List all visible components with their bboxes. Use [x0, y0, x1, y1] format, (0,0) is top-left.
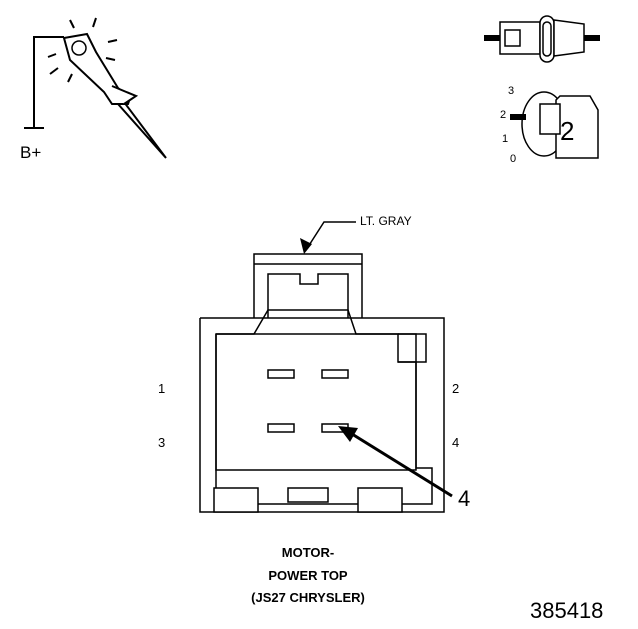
connector-body	[199, 253, 445, 513]
supply-label: B+	[20, 143, 42, 162]
pin-label-1: 1	[158, 381, 166, 396]
key-position-0: 0	[510, 153, 517, 165]
step-number: 2	[560, 116, 575, 146]
pin-callout-arrow	[338, 426, 453, 498]
callout-number: 4	[458, 486, 471, 511]
test-light-icon	[24, 17, 167, 159]
caption-line-1: MOTOR-	[281, 545, 335, 560]
caption-line-2: POWER TOP	[268, 568, 348, 583]
ignition-key-icon	[484, 15, 600, 159]
key-position-1: 1	[502, 133, 509, 145]
key-position-2: 2	[500, 109, 507, 121]
pin-label-3: 3	[158, 435, 166, 450]
caption-line-3: (JS27 CHRYSLER)	[251, 590, 365, 605]
key-position-3: 3	[508, 85, 515, 97]
pin-label-2: 2	[452, 381, 460, 396]
wire-color-label: LT. GRAY	[360, 214, 412, 228]
pin-label-4: 4	[452, 435, 460, 450]
wire-color-callout	[300, 221, 356, 254]
figure-number: 385418	[530, 598, 604, 623]
